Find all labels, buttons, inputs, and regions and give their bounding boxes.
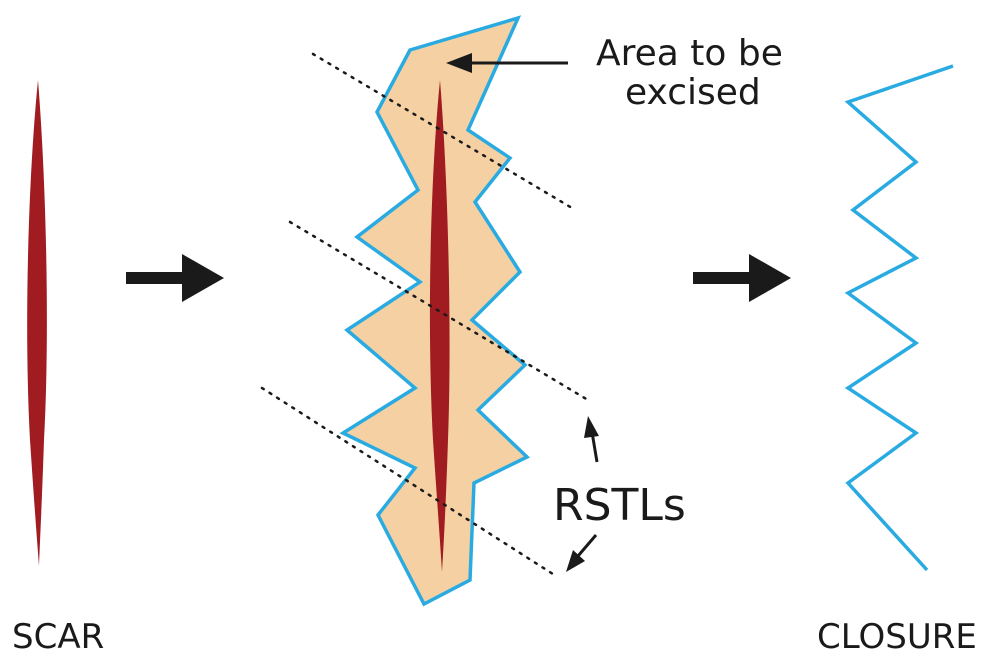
area-callout-line1: Area to be [596, 33, 783, 74]
scar-label: SCAR [12, 617, 104, 657]
rstl-line-3 [260, 386, 558, 578]
area-callout-line2: excised [625, 72, 761, 113]
scar-in-excision [429, 80, 450, 572]
closure-label: CLOSURE [817, 617, 977, 657]
rstl-line-1 [311, 52, 574, 210]
rstl-lines [260, 52, 590, 578]
rstl-line-2 [288, 220, 590, 402]
right-arrow-icon [693, 254, 791, 302]
rstls-lower-arrow [566, 534, 598, 572]
scar-shape [27, 80, 47, 566]
area-callout-arrow [446, 53, 568, 73]
right-arrow-icon [126, 254, 224, 302]
rstls-label: RSTLs [553, 480, 686, 531]
closure-line [844, 64, 954, 572]
rstls-upper-arrow [584, 416, 599, 463]
